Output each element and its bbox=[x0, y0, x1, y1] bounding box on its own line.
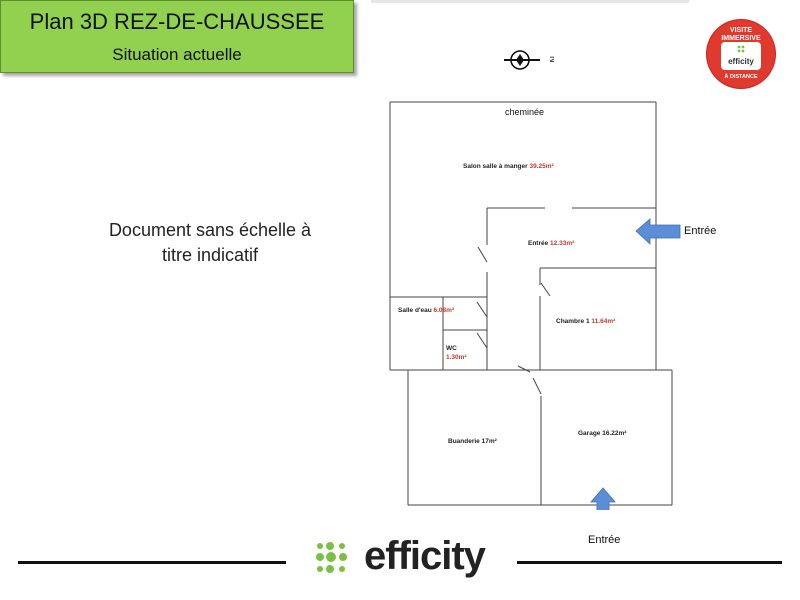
entry-arrow-right bbox=[635, 218, 681, 245]
scale-disclaimer: Document sans échelle à titre indicatif bbox=[70, 218, 350, 268]
efficity-logo-icon bbox=[316, 542, 347, 573]
badge-logo: efficity bbox=[721, 42, 761, 70]
page-title: Plan 3D REZ-DE-CHAUSSEE bbox=[29, 9, 325, 34]
footer-rule-right bbox=[517, 561, 782, 564]
entry-label-bottom: Entrée bbox=[588, 534, 621, 546]
room-label: Buanderie 17m² bbox=[448, 438, 498, 445]
disclaimer-line-1: Document sans échelle à bbox=[108, 220, 312, 240]
efficity-logo: efficity bbox=[312, 532, 502, 582]
room-area: 1.30m² bbox=[446, 354, 467, 361]
footer-rule-left bbox=[18, 561, 286, 564]
room-label: Salon salle à manger 39.25m² bbox=[463, 163, 555, 170]
room-label: Garage 16.22m² bbox=[578, 430, 627, 437]
room-label: Salle d'eau 6.08m² bbox=[398, 307, 455, 314]
top-divider bbox=[371, 0, 689, 3]
title-box: Plan 3D REZ-DE-CHAUSSEE Situation actuel… bbox=[0, 0, 354, 73]
badge-top-text: VISITE IMMERSIVE bbox=[721, 27, 761, 42]
north-compass-icon: N bbox=[504, 50, 554, 70]
chimney-label: cheminée bbox=[505, 107, 544, 117]
badge-brand: efficity bbox=[728, 57, 754, 66]
entry-arrow-bottom bbox=[590, 487, 616, 510]
entry-label-right: Entrée bbox=[684, 225, 717, 237]
efficity-logo-text: efficity bbox=[364, 534, 486, 578]
page-subtitle: Situation actuelle bbox=[112, 45, 242, 64]
room-label: Chambre 1 11.64m² bbox=[556, 318, 616, 325]
room-label: WC bbox=[446, 345, 457, 352]
efficity-dots-icon bbox=[737, 45, 745, 53]
floor-plan: cheminée Salon salle à manger 39.25m² En… bbox=[389, 101, 681, 510]
disclaimer-line-2: titre indicatif bbox=[161, 245, 259, 265]
svg-text:N: N bbox=[548, 56, 554, 63]
badge-bottom-text: À DISTANCE bbox=[724, 74, 758, 80]
virtual-visit-badge: VISITE IMMERSIVE efficity À DISTANCE bbox=[707, 20, 775, 88]
room-label: Entrée 12.33m² bbox=[528, 240, 575, 247]
